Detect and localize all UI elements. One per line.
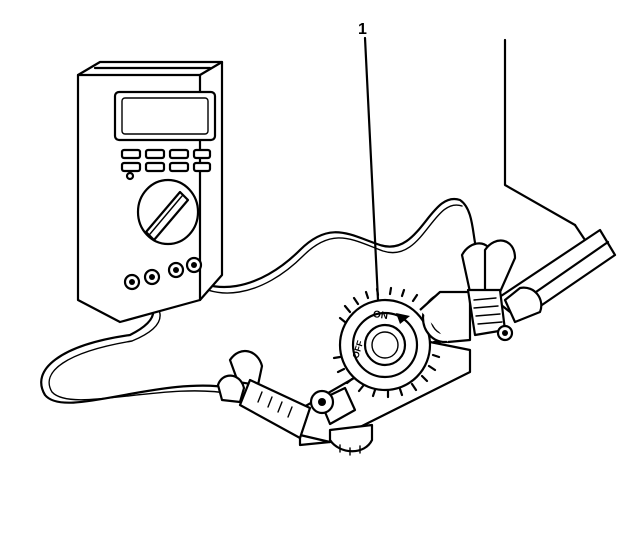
wiring-harness	[493, 228, 617, 324]
wall-outline	[503, 38, 587, 242]
meter-display	[113, 90, 217, 142]
alligator-clip-right	[460, 239, 517, 342]
callout-number: 1	[358, 21, 367, 38]
test-lead-red	[178, 197, 480, 294]
callout-1: 1	[358, 21, 380, 302]
meter-input-jacks	[123, 256, 203, 291]
meter-buttons	[120, 148, 212, 181]
switch-arrow-icon	[396, 313, 410, 324]
rotary-switch: ON OFF	[332, 286, 442, 399]
alligator-clip-left	[216, 349, 312, 440]
multimeter	[76, 60, 224, 324]
meter-rotary-dial	[136, 178, 200, 246]
switch-on-label: ON	[372, 309, 388, 322]
